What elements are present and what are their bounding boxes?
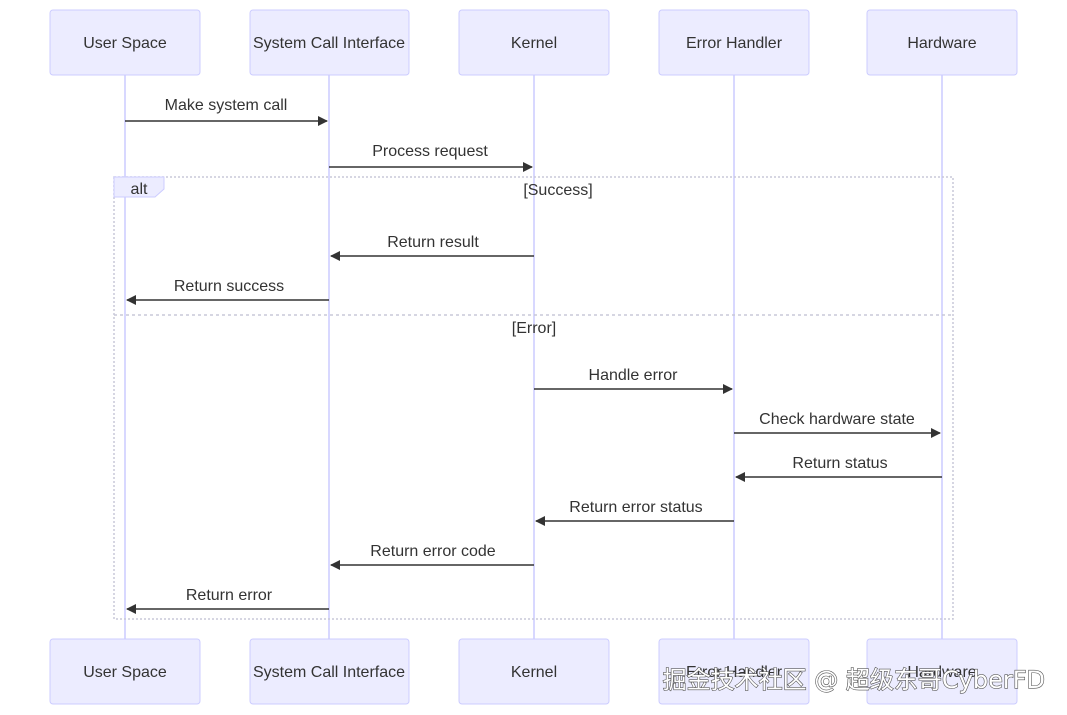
message-label: Return error code: [370, 543, 495, 560]
message-label: Process request: [372, 143, 488, 160]
actor-label: System Call Interface: [253, 35, 405, 52]
actor-box-hardware: [866, 9, 1018, 76]
message-label: Check hardware state: [759, 411, 915, 428]
actor-label: Hardware: [907, 664, 976, 681]
actor-box-kernel: [458, 638, 610, 705]
actor-box-user-space: [49, 638, 201, 705]
actor-box-system-call-interface: [249, 638, 410, 705]
actor-box-error-handler: [658, 638, 810, 705]
alt-frame: [113, 176, 954, 620]
actor-box-system-call-interface: [249, 9, 410, 76]
actor-label: User Space: [83, 35, 167, 52]
actor-label: User Space: [83, 664, 167, 681]
actor-label: Hardware: [907, 35, 976, 52]
actors-bottom: User Space System Call Interface Kernel …: [49, 638, 1018, 705]
message-label: Return error status: [569, 499, 702, 516]
actor-label: Error Handler: [686, 35, 783, 52]
actor-box-kernel: [458, 9, 610, 76]
message-label: Return success: [174, 278, 284, 295]
messages: Make system call Process request Return …: [125, 97, 942, 614]
actors-top: User Space System Call Interface Kernel …: [49, 9, 1018, 76]
actor-label: Kernel: [511, 664, 557, 681]
message-label: Handle error: [589, 367, 679, 384]
actor-box-hardware: [866, 638, 1018, 705]
alt-condition-success: [Success]: [523, 182, 592, 199]
actor-label: Error Handler: [686, 664, 783, 681]
actor-label: System Call Interface: [253, 664, 405, 681]
actor-box-user-space: [49, 9, 201, 76]
lifelines: [124, 75, 943, 640]
alt-tag: [113, 176, 165, 198]
actor-box-error-handler: [658, 9, 810, 76]
alt-condition-error: [Error]: [512, 320, 556, 337]
watermark: 掘金技术社区 @ 超级东哥CyberFD: [663, 666, 1045, 694]
alt-label: alt: [131, 181, 148, 198]
message-label: Make system call: [165, 97, 288, 114]
message-label: Return error: [186, 587, 273, 604]
message-label: Return status: [792, 455, 887, 472]
message-label: Return result: [387, 234, 479, 251]
actor-label: Kernel: [511, 35, 557, 52]
alt-block: alt [Success] [Error]: [113, 176, 954, 620]
